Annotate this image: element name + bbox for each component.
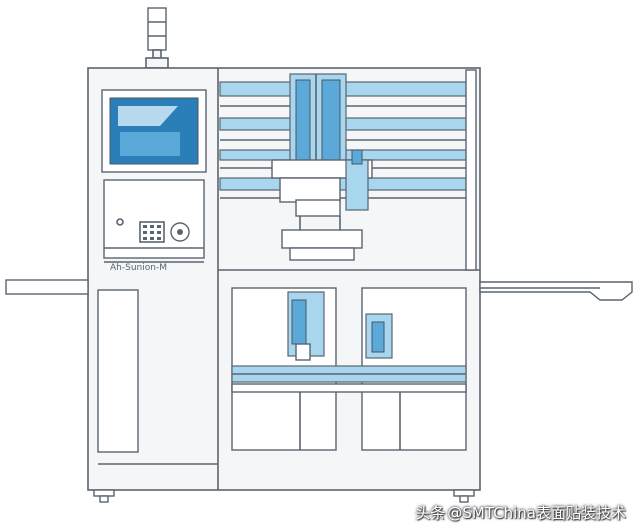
panel-label: Ah-Sunion-M	[110, 263, 167, 273]
conveyor-right	[479, 281, 633, 301]
placement-head	[271, 73, 373, 261]
leveling-feet	[93, 489, 475, 503]
control-column: Ah-Sunion-M	[97, 89, 218, 465]
conveyor-left	[5, 279, 89, 295]
signal-tower	[145, 7, 169, 69]
indicator-lamp	[116, 218, 124, 226]
watermark-handle: @SMTChina表面贴装技术	[447, 504, 626, 522]
cabinet-door	[97, 289, 139, 453]
keypad	[139, 221, 165, 243]
watermark: 头条@SMTChina表面贴装技术	[415, 502, 628, 523]
lower-work-area	[231, 287, 467, 451]
operator-panel	[103, 179, 205, 259]
watermark-source: 头条	[415, 504, 446, 522]
